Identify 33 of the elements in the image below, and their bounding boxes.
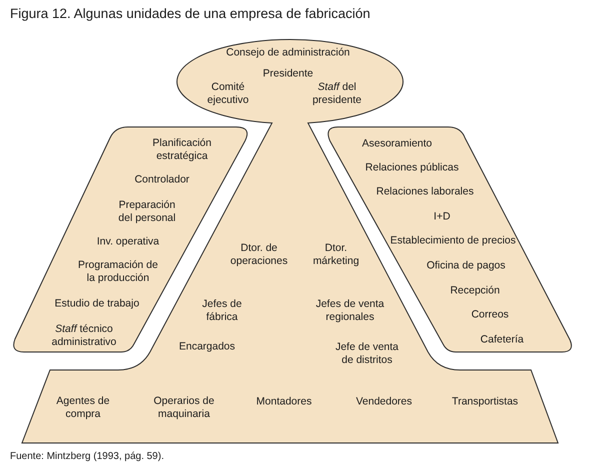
unit-label: Programación de la producción [77,258,159,286]
unit-label: Establecimiento de precios [390,234,516,248]
unit-label: Recepción [450,284,500,298]
unit-label: Estudio de trabajo [54,297,140,311]
unit-label: Consejo de administración [226,46,350,60]
unit-label: Presidente [262,67,314,81]
unit-label: Montadores [256,395,312,409]
figure-title: Figura 12. Algunas unidades de una empresa de fabricación [10,6,370,21]
unit-label: Dtor. márketing [312,242,360,268]
unit-label: I+D [434,210,450,224]
unit-label: Cafetería [480,333,524,347]
unit-label: Asesoramiento [362,137,432,151]
unit-label: Relaciones laborales [376,185,474,199]
unit-label: Controlador [134,173,190,187]
unit-label: Correos [471,308,509,322]
unit-label: Preparación del personal [117,198,177,226]
unit-label: Vendedores [356,395,412,409]
unit-label: Encargados [178,340,236,354]
unit-label: Planificación estratégica [152,136,212,164]
unit-label: Jefe de venta de distritos [334,340,400,368]
unit-label: Operarios de maquinaria [152,394,216,422]
unit-label: Staff del presidente [311,80,363,108]
unit-label: Inv. operativa [96,235,160,249]
unit-label: Staff técnico administrativo [50,322,118,350]
unit-label: Comité ejecutivo [206,80,250,108]
unit-label: Agentes de compra [55,394,111,422]
unit-label: Transportistas [452,395,518,409]
source-note: Fuente: Mintzberg (1993, pág. 59). [10,451,164,462]
unit-label: Oficina de pagos [426,259,506,273]
unit-label: Relaciones públicas [365,161,459,175]
unit-label: Jefes de fábrica [201,298,243,324]
unit-label: Jefes de venta regionales [314,298,386,324]
unit-label: Dtor. de operaciones [229,242,289,268]
